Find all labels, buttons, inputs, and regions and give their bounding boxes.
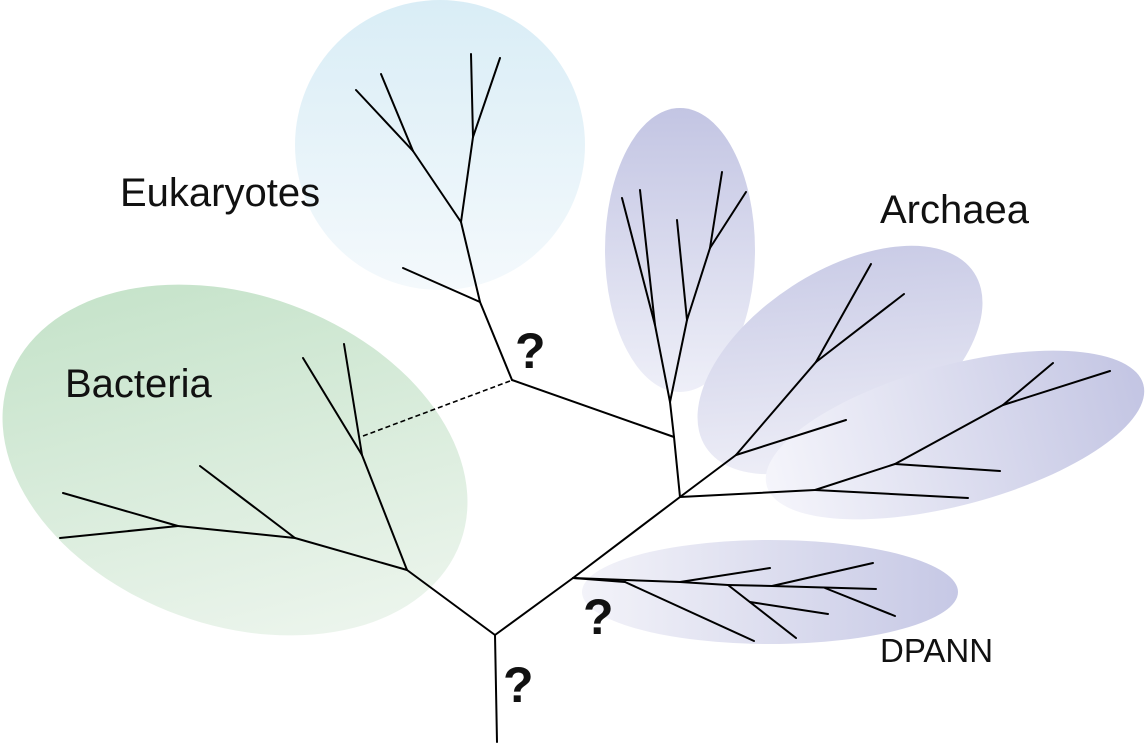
branch bbox=[406, 569, 496, 636]
group-labels: Eukaryotes Archaea Bacteria DPANN bbox=[65, 171, 1030, 669]
archaea-subtree bbox=[511, 171, 1111, 579]
branch bbox=[679, 489, 816, 498]
branch bbox=[679, 567, 771, 583]
dpann-label: DPANN bbox=[880, 632, 993, 669]
branch bbox=[412, 150, 462, 223]
branch bbox=[673, 436, 681, 498]
branch bbox=[511, 379, 675, 438]
bacteria-subtree bbox=[59, 343, 408, 571]
root-branch bbox=[494, 634, 498, 743]
uncertainty-markers: ? ? ? bbox=[503, 323, 614, 713]
branch bbox=[749, 601, 829, 615]
branch bbox=[735, 419, 847, 456]
branch bbox=[294, 537, 408, 571]
branch bbox=[815, 263, 872, 363]
tree-branches bbox=[59, 53, 1111, 743]
branch bbox=[709, 171, 723, 249]
branch bbox=[679, 454, 737, 498]
branch bbox=[676, 219, 688, 321]
branch bbox=[894, 463, 1001, 472]
branch bbox=[727, 584, 773, 587]
branch bbox=[199, 465, 296, 539]
archaea-region-3 bbox=[765, 350, 1145, 520]
branch bbox=[472, 57, 501, 138]
branch bbox=[824, 587, 896, 617]
branch bbox=[479, 301, 513, 381]
branch bbox=[814, 489, 969, 499]
branch bbox=[59, 525, 179, 539]
branch bbox=[624, 581, 755, 642]
eukaryotes-subtree bbox=[355, 53, 513, 381]
branch bbox=[735, 361, 817, 456]
dashed-bacteria-eukaryote-link bbox=[362, 380, 511, 437]
branch bbox=[709, 191, 747, 249]
branch bbox=[894, 404, 1004, 465]
branch bbox=[621, 197, 656, 326]
branch bbox=[177, 525, 296, 539]
branch bbox=[771, 562, 874, 587]
branch bbox=[815, 293, 905, 363]
branch bbox=[460, 136, 474, 223]
root-question-mark: ? bbox=[503, 657, 534, 713]
eukaryotes-label: Eukaryotes bbox=[120, 171, 320, 215]
bacteria-label: Bacteria bbox=[65, 362, 212, 406]
branch bbox=[572, 577, 626, 583]
branch bbox=[669, 401, 675, 438]
branch bbox=[1002, 362, 1054, 406]
archaea-label: Archaea bbox=[880, 188, 1030, 232]
branch bbox=[1002, 370, 1111, 406]
branch bbox=[380, 73, 414, 152]
branch bbox=[814, 463, 896, 491]
branch bbox=[679, 581, 729, 586]
dpann-region bbox=[582, 540, 958, 644]
branch bbox=[302, 357, 363, 456]
clade-backgrounds bbox=[2, 0, 1145, 644]
branch bbox=[62, 492, 179, 527]
branch bbox=[686, 247, 711, 321]
branch bbox=[727, 584, 797, 639]
branch bbox=[355, 89, 414, 152]
branch bbox=[669, 319, 688, 403]
dpann-origin-question-mark: ? bbox=[583, 589, 614, 645]
branch bbox=[654, 324, 671, 403]
branch bbox=[494, 577, 574, 636]
eukaryotes-region bbox=[295, 0, 585, 290]
branch bbox=[771, 585, 877, 590]
branch bbox=[572, 496, 681, 579]
eukaryote-origin-question-mark: ? bbox=[515, 323, 546, 379]
branch bbox=[470, 53, 474, 138]
branch bbox=[343, 343, 363, 456]
branch bbox=[639, 189, 656, 326]
branch bbox=[460, 221, 481, 303]
bacteria-region bbox=[2, 284, 468, 636]
branch bbox=[361, 454, 408, 571]
dpann-subtree bbox=[572, 562, 896, 642]
branch bbox=[402, 267, 481, 303]
